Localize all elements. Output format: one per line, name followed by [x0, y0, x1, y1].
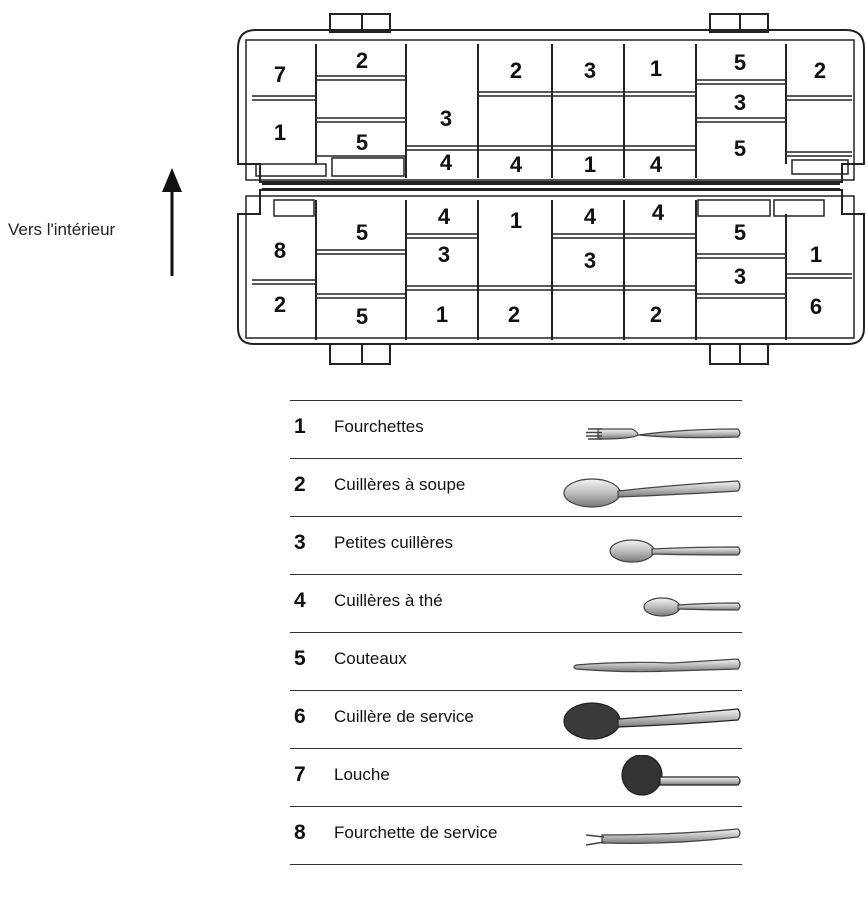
cell-number: 5: [734, 50, 746, 75]
cell-number: 4: [652, 200, 665, 225]
legend-item: 5 Couteaux: [290, 632, 742, 690]
legend-item: 6 Cuillère de service: [290, 690, 742, 748]
soup-spoon-icon: [563, 478, 741, 508]
cutlery-basket-diagram: 7 2 2 3 1 5 2 3 3 1 5 5 4 4 1 4 4 1 4 4 …: [162, 13, 865, 365]
cell-number: 3: [734, 264, 746, 289]
legend-item: 8 Fourchette de service: [290, 806, 742, 865]
cell-number: 3: [438, 242, 450, 267]
cell-number: 8: [274, 238, 286, 263]
small-spoon-icon: [609, 539, 741, 563]
ladle-icon: [621, 755, 741, 796]
cell-number: 2: [650, 302, 662, 327]
cell-number: 1: [274, 120, 286, 145]
legend-number: 3: [294, 531, 306, 554]
legend-label: Cuillères à soupe: [334, 475, 466, 494]
basket-top-section: [237, 29, 865, 183]
legend-number: 1: [294, 415, 306, 438]
cell-number: 3: [734, 90, 746, 115]
cell-number: 1: [650, 56, 662, 81]
basket-bottom-section: [237, 189, 865, 345]
legend-number: 4: [294, 589, 306, 612]
tea-spoon-icon: [643, 597, 741, 617]
basket-clip: [329, 343, 391, 365]
direction-label: Vers l'intérieur: [8, 220, 116, 239]
cell-number: 5: [734, 136, 746, 161]
legend-label: Louche: [334, 765, 390, 784]
legend-label: Cuillères à thé: [334, 591, 443, 610]
cell-number: 2: [356, 48, 368, 73]
cell-number: 4: [440, 150, 453, 175]
cell-number: 1: [436, 302, 448, 327]
legend-item: 1 Fourchettes: [290, 400, 742, 458]
cell-number: 1: [810, 242, 822, 267]
cell-number: 2: [508, 302, 520, 327]
cell-number: 5: [356, 130, 368, 155]
legend-item: 3 Petites cuillères: [290, 516, 742, 574]
cell-number: 3: [440, 106, 452, 131]
cell-number: 2: [510, 58, 522, 83]
cell-number: 4: [584, 204, 597, 229]
cell-number: 6: [810, 294, 822, 319]
cell-number: 5: [734, 220, 746, 245]
cell-number: 4: [650, 152, 663, 177]
serving-spoon-icon: [563, 702, 741, 740]
legend-item: 7 Louche: [290, 748, 742, 806]
cell-number: 5: [356, 220, 368, 245]
legend-label: Fourchettes: [334, 417, 424, 436]
legend-number: 2: [294, 473, 306, 496]
legend-item: 4 Cuillères à thé: [290, 574, 742, 632]
cell-number: 2: [814, 58, 826, 83]
cell-number: 1: [510, 208, 522, 233]
legend-number: 8: [294, 821, 306, 844]
cell-number: 1: [584, 152, 596, 177]
cell-number: 3: [584, 248, 596, 273]
cell-number: 4: [438, 204, 451, 229]
cell-number: 3: [584, 58, 596, 83]
legend-label: Couteaux: [334, 649, 407, 668]
legend-label: Cuillère de service: [334, 707, 474, 726]
serving-fork-icon: [585, 828, 741, 846]
legend-number: 5: [294, 647, 306, 670]
legend: 1 Fourchettes 2 Cuillères à soupe 3 Peti…: [290, 400, 742, 865]
arrow-up-icon: [162, 168, 182, 276]
legend-number: 7: [294, 763, 306, 786]
cell-number: 5: [356, 304, 368, 329]
knife-icon: [573, 658, 741, 673]
fork-icon: [586, 428, 741, 440]
basket-clip: [709, 343, 769, 365]
cell-number: 7: [274, 62, 286, 87]
legend-label: Fourchette de service: [334, 823, 498, 842]
cell-number: 4: [510, 152, 523, 177]
legend-number: 6: [294, 705, 306, 728]
cell-number: 2: [274, 292, 286, 317]
legend-label: Petites cuillères: [334, 533, 454, 552]
legend-item: 2 Cuillères à soupe: [290, 458, 742, 516]
